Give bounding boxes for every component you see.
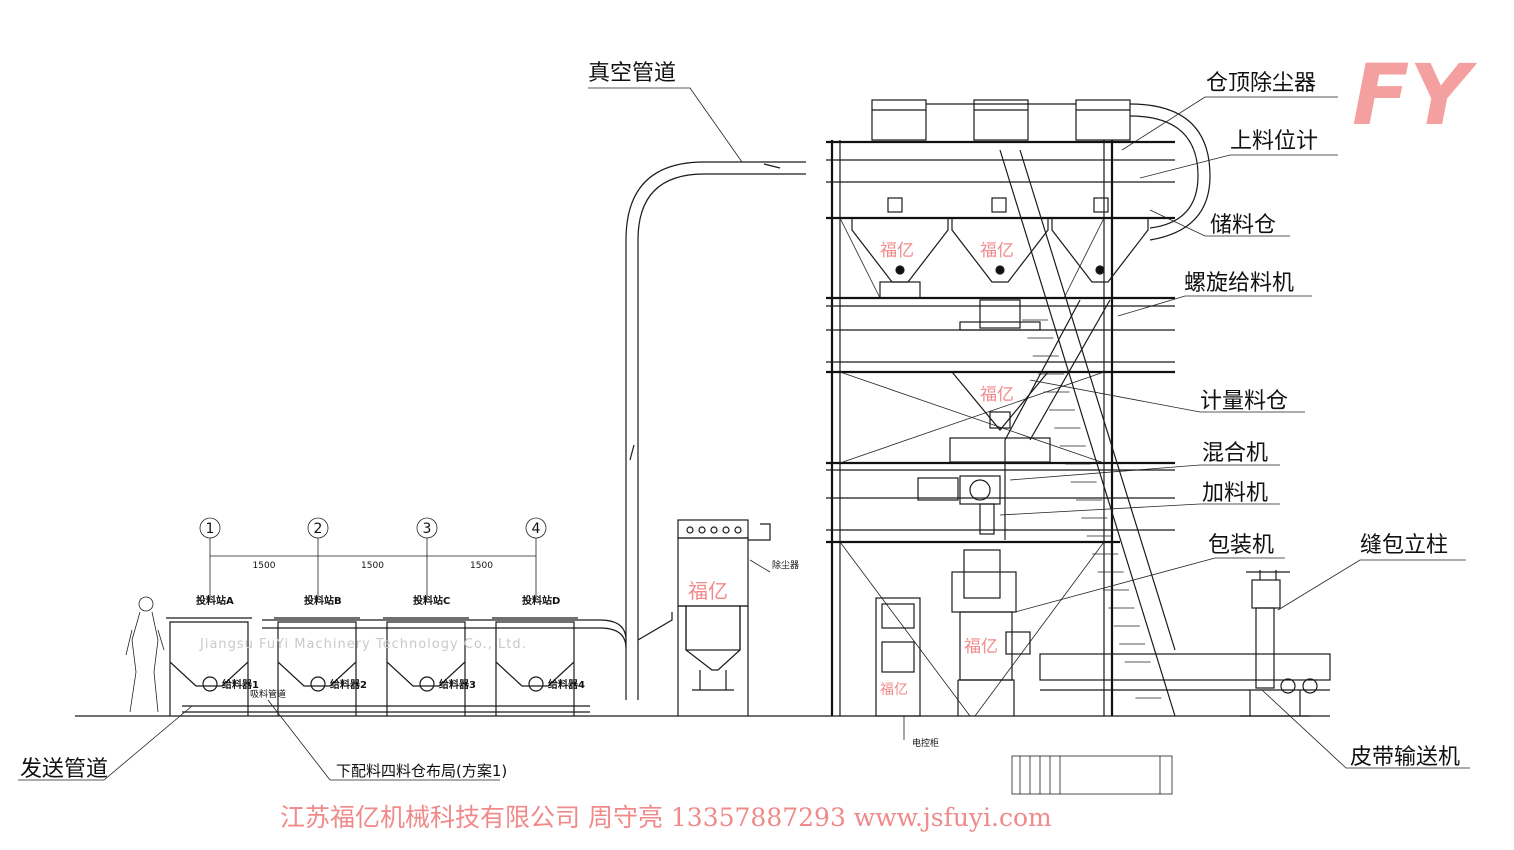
label-dust-collector: 除尘器 <box>772 559 799 571</box>
station-name: 投料站B <box>304 594 342 607</box>
dimension-value: 1500 <box>470 561 493 571</box>
label-vacuum-pipe: 真空管道 <box>588 61 676 86</box>
watermark: 福亿 <box>964 637 998 657</box>
process-equipment <box>879 281 1051 716</box>
station-hopper <box>492 617 578 716</box>
staircase <box>999 149 1176 717</box>
operator-figure <box>125 596 165 713</box>
dimension-value: 1500 <box>361 561 384 571</box>
station-hopper <box>383 617 469 716</box>
station-hopper <box>274 617 360 716</box>
rotary-feeder <box>202 676 218 692</box>
dimension-value: 1500 <box>253 561 276 571</box>
station-number: 4 <box>532 521 541 537</box>
feeder-label: 给料器3 <box>439 678 476 691</box>
feeder-label: 给料器4 <box>548 678 585 691</box>
rotary-feeder <box>310 676 326 692</box>
rotary-feeder <box>419 676 435 692</box>
leader-lines <box>18 87 1470 781</box>
vacuum-pipe-route <box>599 161 806 700</box>
watermark: 福亿 <box>880 241 914 261</box>
label-level-gauge: 上料位计 <box>1230 129 1318 154</box>
station-hopper <box>166 617 252 716</box>
label-metering-bin: 计量料仓 <box>1200 389 1288 414</box>
label-bin-top-dust: 仓顶除尘器 <box>1206 71 1316 96</box>
label-suction-pipe: 吸料管道 <box>250 688 286 700</box>
dust-collector-unit <box>677 519 771 716</box>
label-storage-bin: 储料仓 <box>1210 213 1276 238</box>
label-packing-machine: 包装机 <box>1208 533 1274 558</box>
feeder-label: 给料器1 <box>222 678 259 691</box>
tower-structure <box>826 140 1175 717</box>
suction-pipe <box>262 619 600 629</box>
watermark: 福亿 <box>880 682 908 698</box>
watermark: 福亿 <box>980 241 1014 261</box>
label-mixer: 混合机 <box>1202 441 1268 466</box>
label-sewing-column: 缝包立柱 <box>1360 533 1448 558</box>
station-name: 投料站C <box>413 594 450 607</box>
send-pipe <box>182 705 590 713</box>
footer-contact: 江苏福亿机械科技有限公司 周守亮 13357887293 www.jsfuyi.… <box>280 803 1052 832</box>
label-control-cabinet: 电控柜 <box>912 737 939 749</box>
belt-conveyor <box>1039 653 1331 717</box>
label-send-pipe: 发送管道 <box>20 757 108 782</box>
label-layout-note: 下配料四料仓布局(方案1) <box>336 762 507 780</box>
station-number: 3 <box>423 521 432 537</box>
control-cabinet <box>875 597 921 717</box>
rotary-feeder <box>528 676 544 692</box>
station-number: 1 <box>206 521 215 537</box>
label-belt-conveyor: 皮带输送机 <box>1350 745 1460 770</box>
label-charger: 加料机 <box>1202 481 1268 506</box>
station-number: 2 <box>314 521 323 537</box>
watermark: 福亿 <box>980 385 1014 405</box>
brand-logo: FY <box>1352 46 1477 144</box>
watermark: 福亿 <box>688 579 728 603</box>
station-name: 投料站D <box>522 594 560 607</box>
feeder-label: 给料器2 <box>330 678 367 691</box>
conveyor-plan <box>1011 755 1173 795</box>
bin-top-dust-collectors <box>871 99 1211 241</box>
station-name: 投料站A <box>196 594 234 607</box>
company-english: Jiangsu FuYi Machinery Technology Co., L… <box>199 637 527 652</box>
feeding-stations: 1 投料站A 给料器1 2 投料站B 给料器2 3 投料站C 给料器3 4 投料站D 给料器4 1500… <box>166 517 585 716</box>
sewing-column <box>1246 570 1290 689</box>
label-screw-feeder: 螺旋给料机 <box>1184 271 1294 296</box>
